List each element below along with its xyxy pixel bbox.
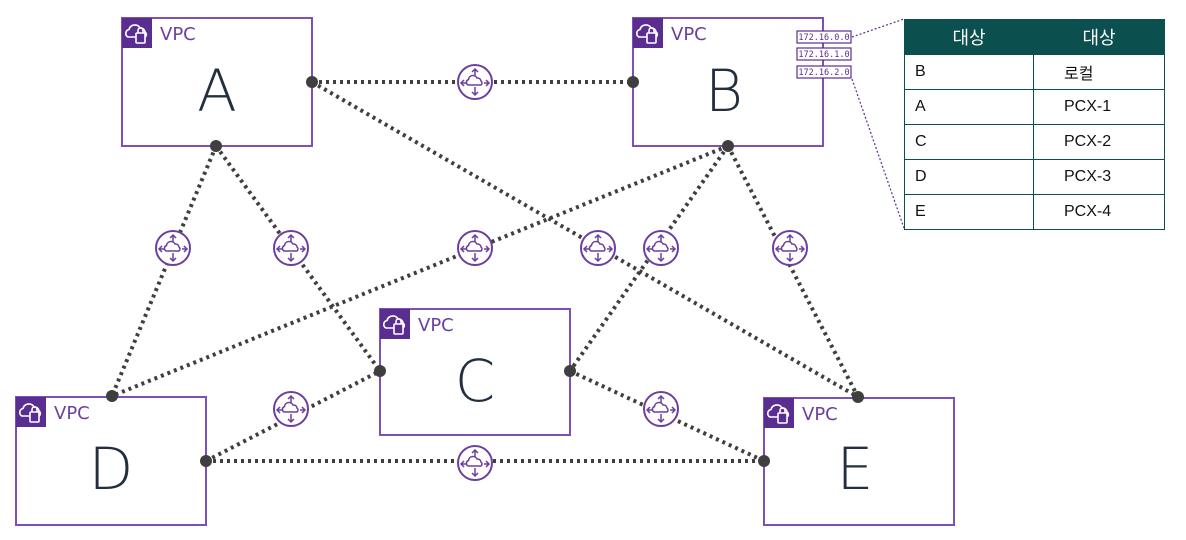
connection-endpoints [106,76,864,467]
vpc-d-cloud-lock-icon [15,396,47,428]
cidr-list: 172.16.0.0 172.16.1.0 172.16.2.0 [796,30,852,79]
peering-line-a-c [214,144,382,373]
vpc-e-letter: E [837,435,874,503]
vpc-c-cloud-lock-icon [379,308,411,340]
vpc-a-cloud-lock-icon [121,17,153,49]
vpc-d[interactable]: VPC D [15,396,207,526]
route-destination: C [904,124,1034,160]
peering-connection-icon[interactable] [643,391,679,427]
route-table-header: 대상 대상 [904,19,1165,55]
vpc-a-letter: A [197,57,237,125]
vpc-c-label: VPC [418,315,454,336]
endpoint-dot [210,140,222,152]
endpoint-dot [374,365,386,377]
vpc-c-letter: C [455,347,496,415]
route-destination: A [904,89,1034,125]
endpoint-dot [200,455,212,467]
route-table-row[interactable]: C PCX-2 [904,124,1165,160]
peering-connection-icon[interactable] [273,230,309,266]
vpc-e-label: VPC [802,404,838,425]
peering-connection-icon[interactable] [457,64,493,100]
peering-connection-icon[interactable] [643,230,679,266]
route-table: 대상 대상 B 로컬 A PCX-1 C PCX-2 D PCX-3 E PCX… [904,19,1165,230]
cidr-block: 172.16.0.0 [798,33,849,43]
route-target: PCX-2 [1033,124,1165,160]
endpoint-dot [106,390,118,402]
callout-lines [851,18,905,229]
peering-connection-icon[interactable] [273,391,309,427]
endpoint-dot [306,76,318,88]
peering-line-b-e [726,145,860,398]
endpoint-dot [564,365,576,377]
vpc-c[interactable]: VPC C [379,308,571,436]
route-table-header-destination: 대상 [904,19,1034,55]
vpc-d-label: VPC [54,403,90,424]
peering-connection-icon[interactable] [580,230,616,266]
vpc-a[interactable]: VPC A [121,17,313,147]
peering-connection-icon[interactable] [457,230,493,266]
peering-connection-icon[interactable] [155,230,191,266]
cidr-block: 172.16.1.0 [798,50,849,60]
route-table-row[interactable]: D PCX-3 [904,159,1165,195]
peering-line-a-d [110,145,218,397]
route-target: PCX-1 [1033,89,1165,125]
route-table-row[interactable]: B 로컬 [904,54,1165,90]
endpoint-dot [722,140,734,152]
route-destination: E [904,194,1034,230]
vpc-a-label: VPC [160,24,196,45]
route-target: PCX-3 [1033,159,1165,195]
vpc-b-cloud-lock-icon [632,17,664,49]
vpc-b-label: VPC [671,24,707,45]
peering-line-b-d [111,144,729,398]
route-target: PCX-4 [1033,194,1165,230]
peering-connection-icon[interactable] [457,445,493,481]
endpoint-dot [627,76,639,88]
route-table-row[interactable]: E PCX-4 [904,194,1165,230]
endpoint-dot [758,455,770,467]
vpc-e-cloud-lock-icon [763,397,795,429]
route-target: 로컬 [1033,54,1165,90]
peering-line-d-c [205,369,381,463]
vpc-b-letter: B [705,57,743,125]
vpc-b[interactable]: VPC B 172.16.0.0 172.16.1.0 172.16.2.0 [632,17,852,147]
vpc-d-letter: D [89,435,134,503]
peering-connection-icon[interactable] [772,230,808,266]
endpoint-dot [852,391,864,403]
vpc-e[interactable]: VPC E [763,397,955,526]
route-table-row[interactable]: A PCX-1 [904,89,1165,125]
route-destination: D [904,159,1034,195]
route-destination: B [904,54,1034,90]
route-table-header-target: 대상 [1033,19,1165,55]
cidr-block: 172.16.2.0 [798,68,849,78]
